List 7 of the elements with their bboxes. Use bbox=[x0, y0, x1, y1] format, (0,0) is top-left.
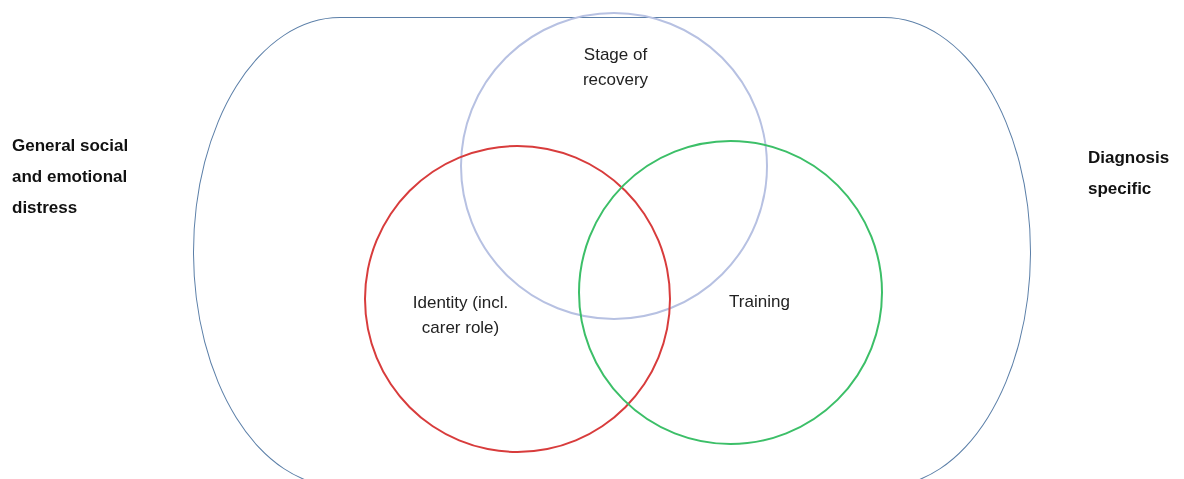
venn-circle bbox=[577, 139, 883, 445]
circle-label: Identity (incl. carer role) bbox=[411, 291, 510, 339]
side-label: General social and emotional distress bbox=[12, 135, 130, 219]
side-label: Diagnosis specific bbox=[1088, 147, 1171, 200]
circle-label: Stage of recovery bbox=[581, 43, 650, 91]
venn-circle bbox=[363, 144, 671, 453]
circle-label: Training bbox=[728, 290, 791, 313]
